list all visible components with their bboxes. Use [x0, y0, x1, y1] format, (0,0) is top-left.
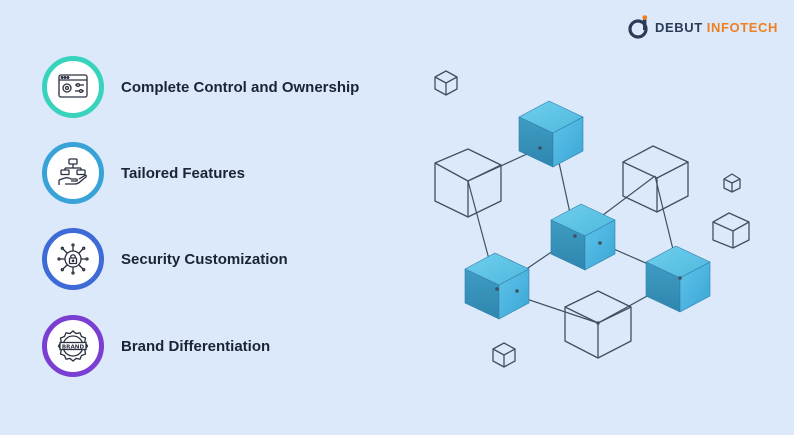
- lock-circuit-icon: [57, 243, 89, 275]
- blue-cube: [645, 245, 711, 313]
- feature-item-control: Complete Control and Ownership: [42, 56, 359, 118]
- small-outline-cube: [492, 342, 516, 368]
- filled-cubes: [464, 100, 711, 320]
- debut-logo-icon: [628, 15, 648, 39]
- feature-icon-ring: [42, 228, 104, 290]
- feature-item-brand: BRAND Brand Differentiation: [42, 315, 270, 377]
- outline-cube: [434, 148, 502, 218]
- feature-item-tailored: Tailored Features: [42, 142, 245, 204]
- small-outline-cube: [434, 70, 458, 96]
- chain-nodes: [495, 146, 682, 325]
- brand-badge-icon: BRAND: [57, 330, 89, 362]
- outline-cube: [564, 290, 632, 359]
- outline-cubes: [434, 70, 750, 368]
- feature-label: Security Customization: [121, 250, 288, 268]
- outline-cube: [622, 145, 689, 213]
- feature-icon-ring: BRAND: [42, 315, 104, 377]
- small-outline-cube: [712, 212, 750, 249]
- control-panel-icon: [58, 74, 88, 98]
- blue-cube: [518, 100, 584, 168]
- feature-item-security: Security Customization: [42, 228, 288, 290]
- blue-cube: [550, 203, 616, 271]
- blue-cube: [464, 252, 530, 320]
- brand-name-part1: DEBUT: [655, 19, 703, 35]
- small-outline-cube: [723, 173, 741, 193]
- brand-name-part2: INFOTECH: [706, 19, 779, 35]
- brand-badge-text: BRAND: [62, 344, 85, 350]
- feature-icon-ring: [42, 142, 104, 204]
- feature-label: Complete Control and Ownership: [121, 78, 360, 96]
- feature-label: Brand Differentiation: [121, 337, 271, 355]
- hand-flowchart-icon: [58, 158, 87, 185]
- feature-icon-ring: [42, 56, 104, 118]
- feature-label: Tailored Features: [121, 164, 245, 182]
